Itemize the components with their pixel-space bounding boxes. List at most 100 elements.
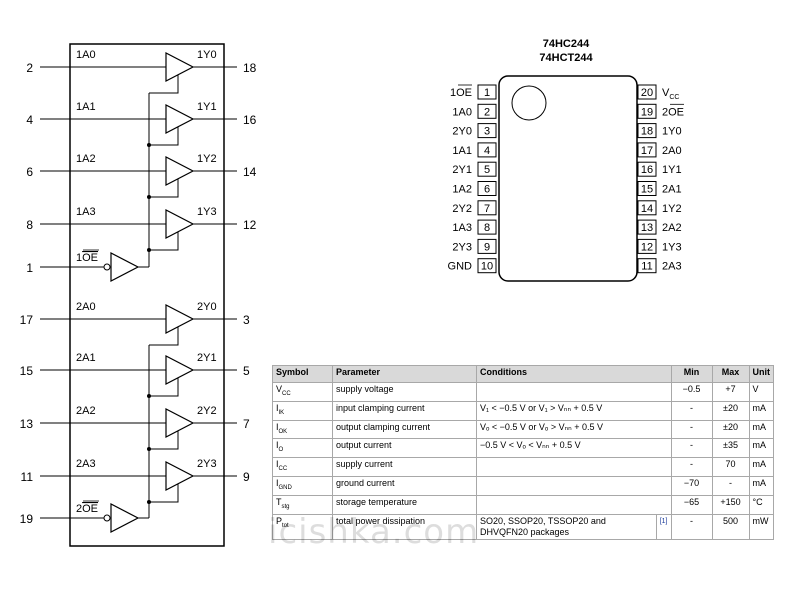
cell-min: - — [670, 438, 713, 459]
pin-box-3 — [477, 123, 497, 139]
pin-name-main: GND — [448, 261, 473, 273]
enable-inversion-bubble-1 — [103, 263, 111, 271]
bus-junction-dot — [147, 248, 151, 252]
cell-unit: mW — [748, 513, 774, 540]
pin-number-13: 13 — [641, 222, 653, 234]
enable-stub-1Y0 — [149, 75, 179, 94]
pin-box-17 — [637, 142, 657, 158]
output-pin-5: 5 — [243, 364, 250, 378]
output-label-1Y2: 1Y2 — [197, 153, 217, 165]
pin-number-7: 7 — [484, 203, 490, 215]
input-pin-13: 13 — [20, 417, 34, 431]
input-pin-2: 2 — [26, 61, 33, 75]
bus-junction-dot — [147, 500, 151, 504]
pin-number-2: 2 — [484, 106, 490, 118]
cell-min: −65 — [670, 494, 713, 515]
symbol-text: VCC — [276, 384, 291, 397]
output-label-2Y3: 2Y3 — [197, 458, 217, 470]
pin-box-15 — [637, 181, 657, 196]
pin-box-16 — [637, 161, 657, 177]
cell-min: - — [670, 400, 713, 421]
pin-name-main: 2Y0 — [452, 126, 472, 138]
pin-name-subscript: CC — [669, 94, 679, 101]
pin-box-9 — [477, 238, 497, 254]
buffer-triangle-2Y3 — [165, 461, 195, 491]
pin-number-6: 6 — [484, 184, 490, 196]
output-pin-16: 16 — [243, 113, 257, 127]
pin-box-1 — [477, 84, 497, 100]
cell-max: ±35 — [711, 438, 750, 459]
enable-stub-2Y2 — [149, 431, 179, 450]
pin-number-10: 10 — [481, 261, 493, 273]
output-pin-3: 3 — [243, 313, 250, 327]
enable-label-name: OE — [82, 252, 98, 264]
output-pin-9: 9 — [243, 470, 250, 484]
pin-box-5 — [477, 161, 497, 177]
pinout-title-2: 74HCT244 — [539, 52, 593, 64]
pin-name-main: V — [662, 87, 670, 99]
pin-number-20: 20 — [641, 87, 653, 99]
cell-parameter: output clamping current — [332, 419, 477, 440]
cell-conditions: SO20, SSOP20, TSSOP20 and DHVQFN20 packa… — [476, 513, 657, 540]
enable-label-2: 2OE — [76, 503, 98, 515]
enable-label-1: 1OE — [76, 252, 98, 264]
symbol-subscript: CC — [282, 390, 291, 397]
pin-number-1: 1 — [484, 87, 490, 99]
symbol-subscript: stg — [281, 503, 290, 510]
pin-number-12: 12 — [641, 241, 653, 253]
cell-max: ±20 — [711, 400, 750, 421]
logic-frame — [69, 43, 225, 547]
pin-name-left-5: 2Y1 — [452, 164, 472, 176]
output-label-2Y1: 2Y1 — [197, 352, 217, 364]
cell-max: 500 — [711, 513, 750, 540]
pin1-marker — [511, 85, 547, 121]
symbol-subscript: IK — [278, 409, 285, 416]
buffer-triangle-2Y1 — [165, 355, 195, 385]
pin-name-main: 2Y1 — [452, 164, 472, 176]
pin-name-right-13: 2A2 — [662, 222, 682, 234]
cell-max: - — [711, 475, 750, 496]
enable-stub-1Y2 — [149, 179, 179, 198]
enable-pin-1: 1 — [26, 261, 33, 275]
pin-name-right-18: 1Y0 — [662, 126, 682, 138]
pin-name-main: 1A0 — [452, 106, 472, 118]
output-label-1Y3: 1Y3 — [197, 206, 217, 218]
cell-symbol: IGND — [272, 475, 333, 496]
cell-min: - — [670, 513, 713, 540]
header-min: Min — [670, 365, 713, 383]
header-unit: Unit — [748, 365, 774, 383]
pin-name-left-7: 2Y2 — [452, 203, 472, 215]
pin-name-prefix: 2 — [662, 106, 668, 118]
pin-box-19 — [637, 103, 657, 119]
enable-label-number: 1 — [76, 252, 82, 264]
pin-name-right-12: 1Y3 — [662, 241, 682, 253]
input-pin-8: 8 — [26, 218, 33, 232]
buffer-triangle-1Y3 — [165, 209, 195, 239]
cell-symbol: IOK — [272, 419, 333, 440]
enable-pin-19: 19 — [20, 512, 34, 526]
pin-name-main: 1Y1 — [662, 164, 682, 176]
cell-conditions — [476, 475, 672, 496]
pin-number-3: 3 — [484, 126, 490, 138]
pin-name-left-6: 1A2 — [452, 184, 472, 196]
output-pin-18: 18 — [243, 61, 257, 75]
input-label-2A1: 2A1 — [76, 352, 96, 364]
pin-box-2 — [477, 103, 497, 119]
symbol-text: IO — [276, 440, 284, 454]
header-parameter: Parameter — [332, 365, 477, 383]
pin-name-main: OE — [668, 106, 684, 118]
symbol-subscript: O — [278, 447, 284, 454]
pin-name-main: 1Y0 — [662, 126, 682, 138]
pin-name-left-4: 1A1 — [452, 145, 472, 157]
enable-stub-2Y0 — [149, 327, 179, 346]
cell-symbol: IIK — [272, 400, 333, 421]
cell-parameter: output current — [332, 438, 477, 459]
symbol-text: IOK — [276, 421, 288, 435]
cell-min: - — [670, 457, 713, 477]
cell-conditions: −0.5 V < Vₒ < Vₙₙ + 0.5 V — [476, 438, 672, 459]
pin-name-right-15: 2A1 — [662, 184, 682, 196]
